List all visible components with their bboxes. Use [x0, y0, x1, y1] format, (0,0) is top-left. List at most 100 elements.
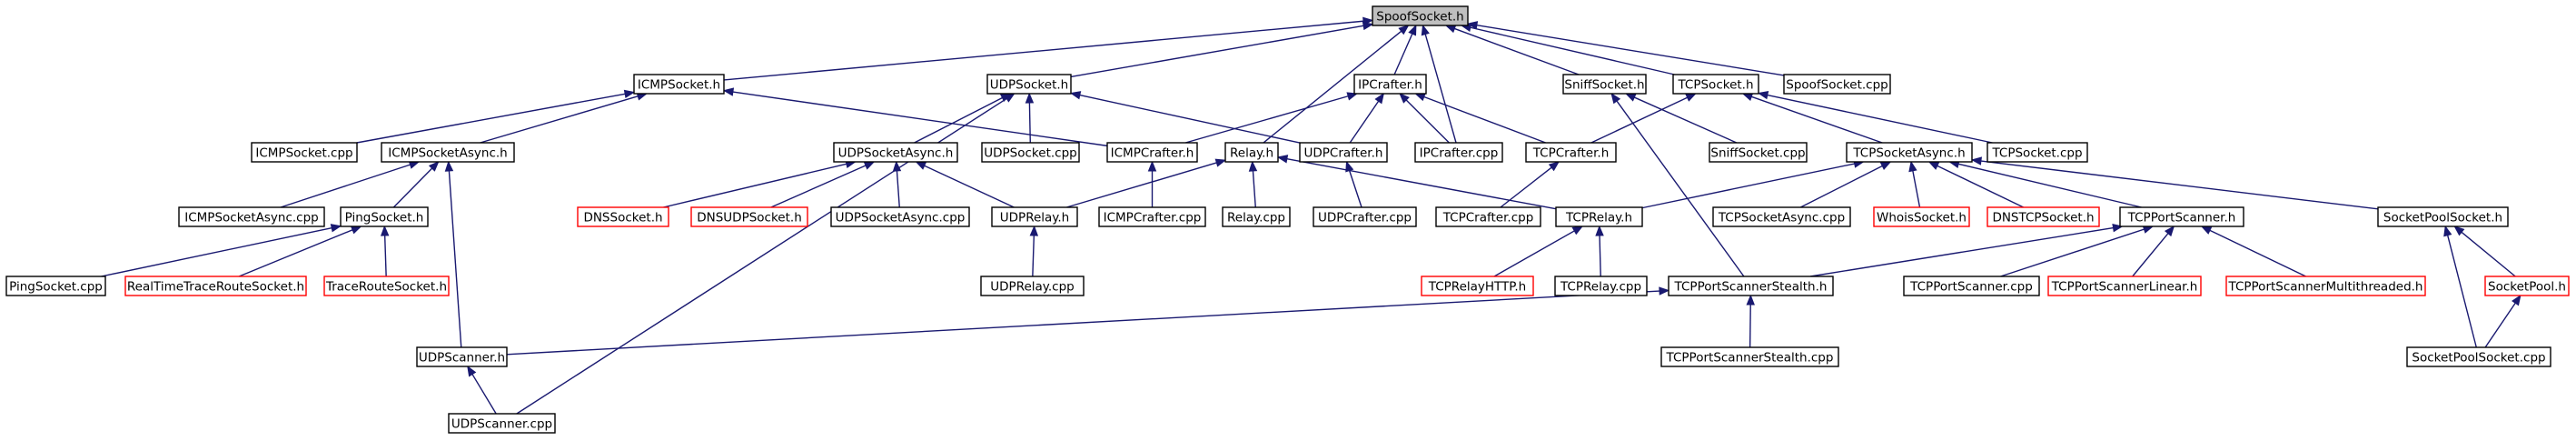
node-icmpsocketasync-h[interactable]: ICMPSocketAsync.h [381, 142, 515, 163]
node-ipcrafter-h[interactable]: IPCrafter.h [1353, 74, 1427, 95]
node-label: TCPRelay.cpp [1560, 280, 1641, 295]
node-tcpportscanner-cpp[interactable]: TCPPortScanner.cpp [1903, 276, 2040, 296]
node-icmpsocket-h[interactable]: ICMPSocket.h [633, 74, 725, 95]
node-box [340, 206, 429, 227]
node-icmpcrafter-cpp[interactable]: ICMPCrafter.cpp [1098, 206, 1206, 227]
edge-udpcrafter-h-to-ipcrafter-h [1349, 92, 1385, 144]
node-box [381, 142, 515, 163]
node-icmpcrafter-h[interactable]: ICMPCrafter.h [1106, 142, 1198, 163]
node-tcpcrafter-cpp[interactable]: TCPCrafter.cpp [1435, 206, 1541, 227]
node-box [1562, 74, 1647, 95]
node-sniffsocket-cpp[interactable]: SniffSocket.cpp [1709, 142, 1808, 163]
node-socketpoolsocket-cpp[interactable]: SocketPoolSocket.cpp [2406, 346, 2551, 367]
node-label: UDPRelay.h [1000, 211, 1069, 226]
edge-udpscanner-h-to-tcpportscannerstealth-h [506, 286, 1670, 356]
node-box [124, 276, 307, 296]
node-spoofsocket-h[interactable]: SpoofSocket.h [1372, 5, 1469, 26]
node-udpscanner-cpp[interactable]: UDPScanner.cpp [448, 413, 556, 434]
node-box [991, 206, 1078, 227]
node-tcpportscannerstealth-cpp[interactable]: TCPPortScannerStealth.cpp [1660, 346, 1839, 367]
edge-icmpsocket-h-to-spoofsocket-h [723, 16, 1374, 81]
node-box [416, 346, 508, 367]
node-udpsocketasync-cpp[interactable]: UDPSocketAsync.cpp [830, 206, 970, 227]
node-udpcrafter-cpp[interactable]: UDPCrafter.cpp [1313, 206, 1417, 227]
node-box [1435, 206, 1541, 227]
node-icmpsocket-cpp[interactable]: ICMPSocket.cpp [251, 142, 358, 163]
edge-sniffsocket-h-to-spoofsocket-h [1444, 25, 1580, 75]
edge-tcprelay-h-to-tcpsocketasync-h [1641, 159, 1865, 209]
edge-udpcrafter-cpp-to-udpcrafter-h [1345, 160, 1362, 208]
edge-tcpsocketasync-cpp-to-tcpsocketasync-h [1799, 161, 1892, 208]
edge-tcpportscanner-h-to-tcpsocketasync-h [1948, 159, 2142, 208]
node-relay-cpp[interactable]: Relay.cpp [1222, 206, 1291, 227]
edge-udpcrafter-h-to-udpsocket-h [1069, 91, 1301, 144]
node-udpsocket-cpp[interactable]: UDPSocket.cpp [981, 142, 1080, 163]
node-label: UDPRelay.cpp [990, 280, 1074, 295]
node-box [1846, 142, 1973, 163]
node-label: TCPPortScannerMultithreaded.h [2228, 280, 2423, 295]
node-realtimetraceroutesocket-h[interactable]: RealTimeTraceRouteSocket.h [124, 276, 307, 296]
node-label: IPCrafter.cpp [1420, 146, 1499, 161]
node-udprelay-h[interactable]: UDPRelay.h [991, 206, 1078, 227]
node-tcprelay-h[interactable]: TCPRelay.h [1555, 206, 1643, 227]
node-tcpsocketasync-h[interactable]: TCPSocketAsync.h [1846, 142, 1973, 163]
node-box [986, 74, 1072, 95]
edge-udpscanner-cpp-to-udpscanner-h [467, 365, 497, 415]
node-tcpportscannerstealth-h[interactable]: TCPPortScannerStealth.h [1668, 276, 1834, 296]
node-label: UDPSocketAsync.cpp [836, 211, 966, 226]
node-relay-h[interactable]: Relay.h [1224, 142, 1279, 163]
node-label: TCPSocket.cpp [1991, 146, 2082, 161]
node-box [1783, 74, 1891, 95]
node-dnsudpsocket-h[interactable]: DNSUDPSocket.h [690, 206, 808, 227]
node-socketpool-h[interactable]: SocketPool.h [2484, 276, 2570, 296]
node-label: TCPPortScannerLinear.h [2051, 280, 2198, 295]
node-label: TCPCrafter.cpp [1442, 211, 1534, 226]
node-socketpoolsocket-h[interactable]: SocketPoolSocket.h [2377, 206, 2509, 227]
node-tcpportscanner-h[interactable]: TCPPortScanner.h [2119, 206, 2244, 227]
node-box [2377, 206, 2509, 227]
node-tcprelayhttp-h[interactable]: TCPRelayHTTP.h [1421, 276, 1534, 296]
node-box [1414, 142, 1503, 163]
node-box [5, 276, 106, 296]
node-sniffsocket-h[interactable]: SniffSocket.h [1562, 74, 1647, 95]
node-dnssocket-h[interactable]: DNSSocket.h [577, 206, 669, 227]
edge-ipcrafter-h-to-spoofsocket-h [1393, 24, 1417, 75]
node-traceroutesocket-h[interactable]: TraceRouteSocket.h [323, 276, 450, 296]
node-label: UDPScanner.h [419, 351, 505, 366]
node-box [1554, 276, 1648, 296]
node-label: RealTimeTraceRouteSocket.h [127, 280, 304, 295]
edge-udpsocketasync-h-to-udpsocket-h [914, 93, 1012, 144]
node-tcpsocketasync-cpp[interactable]: TCPSocketAsync.cpp [1712, 206, 1851, 227]
node-whoissocket-h[interactable]: WhoisSocket.h [1873, 206, 1970, 227]
node-box [981, 142, 1080, 163]
edge-tcprelay-cpp-to-tcprelay-h [1595, 225, 1604, 277]
node-spoofsocket-cpp[interactable]: SpoofSocket.cpp [1783, 74, 1891, 95]
node-label: ICMPCrafter.cpp [1104, 211, 1202, 226]
node-tcpcrafter-h[interactable]: TCPCrafter.h [1525, 142, 1617, 163]
edge-udpsocket-h-to-spoofsocket-h [1070, 21, 1374, 78]
node-udpscanner-h[interactable]: UDPScanner.h [416, 346, 508, 367]
edge-udpsocketasync-cpp-to-udpsocketasync-h [892, 160, 902, 208]
node-tcpportscannerlinear-h[interactable]: TCPPortScannerLinear.h [2047, 276, 2202, 296]
node-label: TCPSocketAsync.cpp [1718, 211, 1845, 226]
node-pingsocket-cpp[interactable]: PingSocket.cpp [5, 276, 106, 296]
node-icmpsocketasync-cpp[interactable]: ICMPSocketAsync.cpp [178, 206, 325, 227]
node-label: SniffSocket.h [1564, 78, 1644, 93]
node-tcpsocket-cpp[interactable]: TCPSocket.cpp [1986, 142, 2088, 163]
node-dnstcpsocket-h[interactable]: DNSTCPSocket.h [1986, 206, 2100, 227]
node-tcpsocket-h[interactable]: TCPSocket.h [1672, 74, 1759, 95]
node-tcprelay-cpp[interactable]: TCPRelay.cpp [1554, 276, 1648, 296]
edge-icmpsocket-cpp-to-icmpsocket-h [356, 89, 636, 144]
node-label: TraceRouteSocket.h [325, 280, 447, 295]
edge-tcpcrafter-cpp-to-tcpcrafter-h [1500, 161, 1560, 208]
node-tcpportscannermultithreaded-h[interactable]: TCPPortScannerMultithreaded.h [2225, 276, 2426, 296]
node-pingsocket-h[interactable]: PingSocket.h [340, 206, 429, 227]
node-box [2225, 276, 2426, 296]
edge-dnssocket-h-to-udpsocketasync-h [663, 159, 857, 208]
node-udpsocket-h[interactable]: UDPSocket.h [986, 74, 1072, 95]
edge-udpscanner-h-to-icmpsocketasync-h [444, 160, 462, 348]
node-udprelay-cpp[interactable]: UDPRelay.cpp [980, 276, 1085, 296]
node-udpcrafter-h[interactable]: UDPCrafter.h [1299, 142, 1388, 163]
node-ipcrafter-cpp[interactable]: IPCrafter.cpp [1414, 142, 1503, 163]
node-udpsocketasync-h[interactable]: UDPSocketAsync.h [833, 142, 958, 163]
